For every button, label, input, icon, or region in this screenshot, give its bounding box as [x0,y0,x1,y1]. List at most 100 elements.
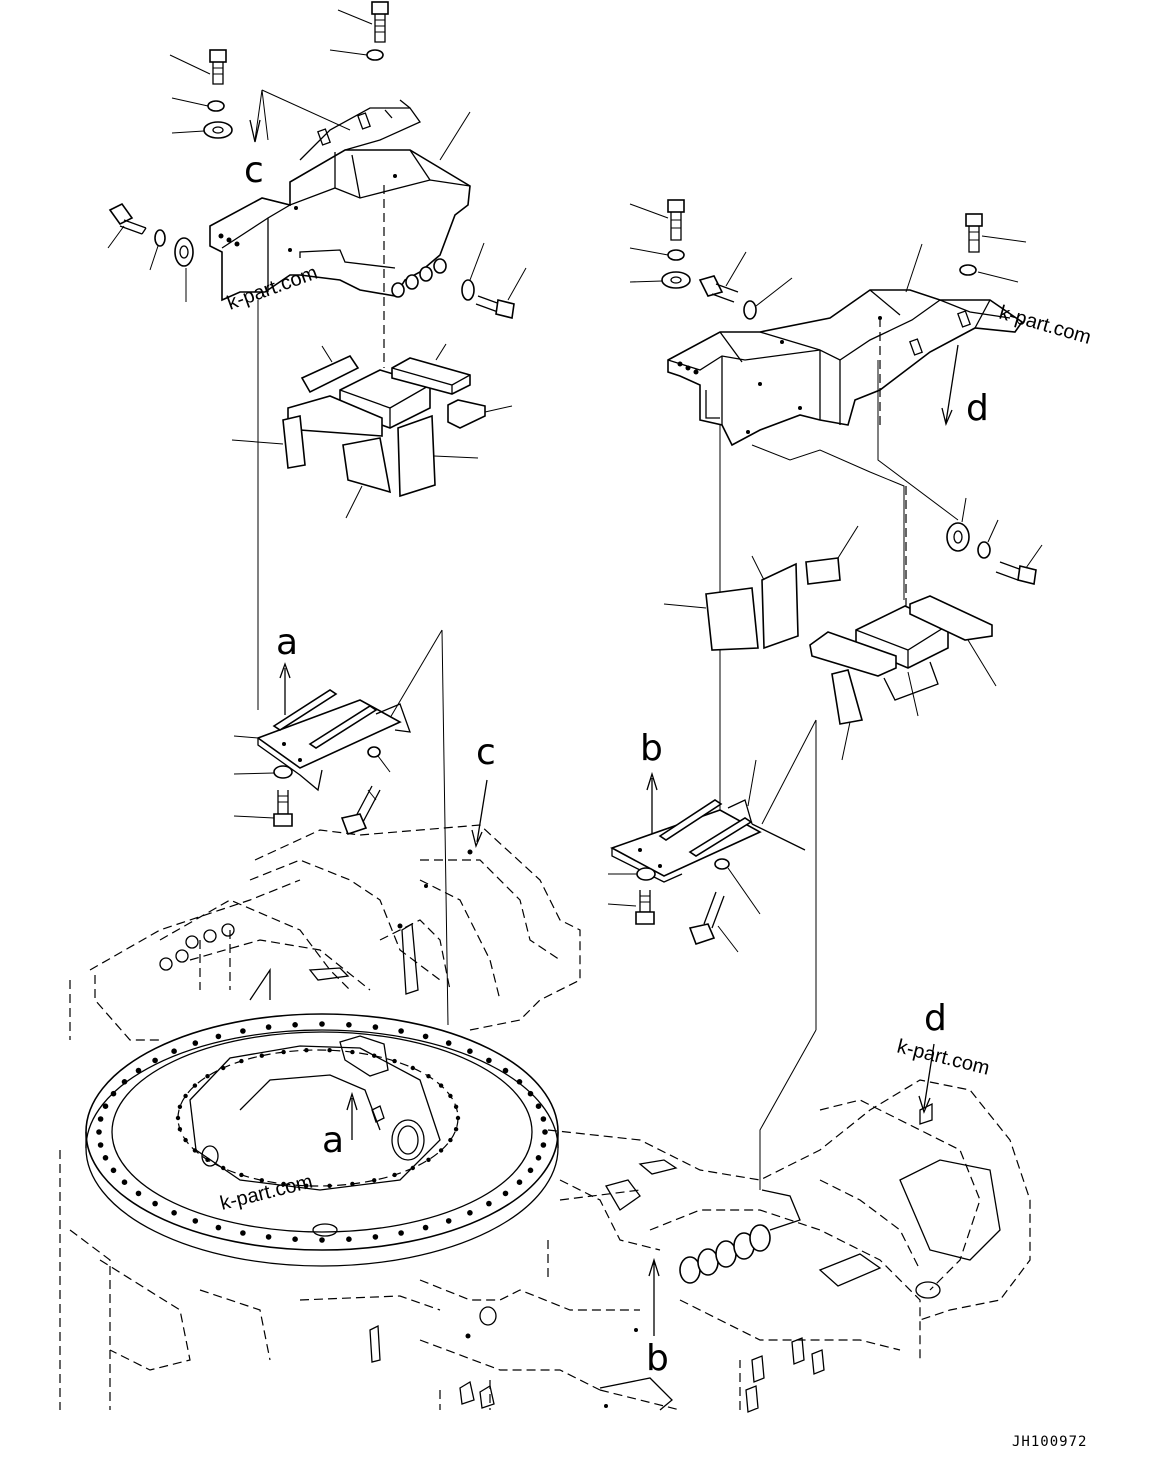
callout-a-upper: a [276,622,298,663]
revolving-frame [59,824,1031,1413]
bolt-hole [259,1178,264,1183]
bolt-plate-b-right [688,891,725,946]
bolt-hole [422,1033,429,1040]
bolt-hole [438,1083,444,1088]
bolt-hole [410,1065,415,1071]
bolt-hole [121,1079,128,1085]
bolt-hole [372,1178,377,1183]
bolt-hole [516,1079,523,1085]
bolt-hole [516,1179,523,1185]
bolt-left-top [209,49,227,85]
left-cover-bracket [209,99,471,302]
bolt-plate-b-left [635,890,655,925]
bolt-hole [281,1049,286,1055]
bolt-hole [183,1093,188,1099]
swing-circle-bolt-holes [96,1021,548,1243]
spacer-left-side [174,237,194,267]
spacer-right-side [946,522,970,552]
bolt-hole [453,1127,459,1132]
drawing-code: JH100972 [1012,1434,1087,1450]
bolt-hole [175,1115,181,1121]
bolt-plate-left [273,790,293,827]
bolt-hole [239,1172,244,1178]
bolt-hole [96,1129,102,1135]
bolt-top-center [371,1,389,43]
bolt-hole [319,1237,325,1243]
bolt-hole [292,1022,298,1028]
bolt-hole [177,1127,183,1132]
bolt-hole [183,1137,188,1143]
bolt-left-right [475,295,515,319]
bolt-hole [215,1033,222,1040]
bolt-hole [540,1116,547,1122]
washer-left-side [154,229,166,247]
bolt-hole [192,1083,198,1088]
bolt-hole [448,1093,453,1099]
bolt-hole [445,1040,452,1046]
bolt-hole [392,1172,397,1178]
bolt-hole [171,1048,177,1054]
bolt-hole [372,1234,379,1240]
bolt-right-side [995,561,1037,585]
right-mounting-plate [610,799,806,883]
washer-right-side [977,541,991,559]
bolt-hole [535,1155,542,1161]
bolt-hole [102,1103,109,1109]
spacer-right-top [661,271,691,289]
bolt-hole [102,1155,109,1161]
bolt-hole [467,1048,473,1054]
bolt-plate-right [340,785,381,836]
bolt-hole [205,1157,210,1163]
bolt-hole [398,1230,404,1236]
bolt-hole [292,1236,298,1242]
bolt-hole [221,1165,226,1171]
bolt-hole [327,1183,332,1189]
bolt-hole [372,1053,377,1058]
watermark: k-part.com [895,1036,992,1080]
bolt-hole [152,1200,158,1207]
bolt-hole [527,1167,534,1174]
washer-plate-right [367,746,381,758]
bolt-hole [438,1148,444,1153]
washer-left-top [207,100,225,112]
bolt-hole [259,1053,264,1058]
callout-b-lower: b [646,1338,669,1379]
washer-top-center [366,49,384,61]
bolt-hole [152,1057,158,1064]
callout-d-upper: d [966,388,989,429]
bolt-hole [265,1234,272,1240]
bolt-hole [346,1236,352,1242]
bolt-hole [426,1074,431,1079]
bolt-hole [215,1224,222,1231]
bolt-hole [281,1181,286,1187]
bolt-hole [171,1210,177,1216]
bolt-hole [121,1179,128,1185]
bolt-hole [398,1028,404,1034]
washer-plate-b-right [714,858,730,870]
bolt-hole [486,1200,492,1207]
bolt-hole [177,1104,183,1110]
bolt-hole [445,1218,452,1224]
bolt-right-far [965,213,983,253]
bolt-hole [97,1116,104,1122]
washer-right-far [959,264,977,276]
bolt-hole [392,1058,397,1064]
bolt-hole [455,1115,461,1121]
bolt-hole [110,1167,117,1174]
bolt-hole [527,1090,534,1097]
bolt-hole [410,1165,415,1171]
spacer-left-top [203,121,233,139]
bolt-hole [502,1067,509,1074]
bolt-hole [467,1210,473,1216]
bolt-hole [350,1181,355,1187]
bolt-hole [372,1024,379,1030]
bolt-hole [135,1190,142,1197]
bolt-hole [192,1218,199,1224]
bolt-hole [265,1024,272,1030]
callout-d-lower: d [924,998,947,1039]
bolt-hole [239,1058,244,1064]
bolt-hole [97,1142,104,1148]
bolt-hole [327,1048,332,1053]
bolt-hole [448,1137,453,1143]
